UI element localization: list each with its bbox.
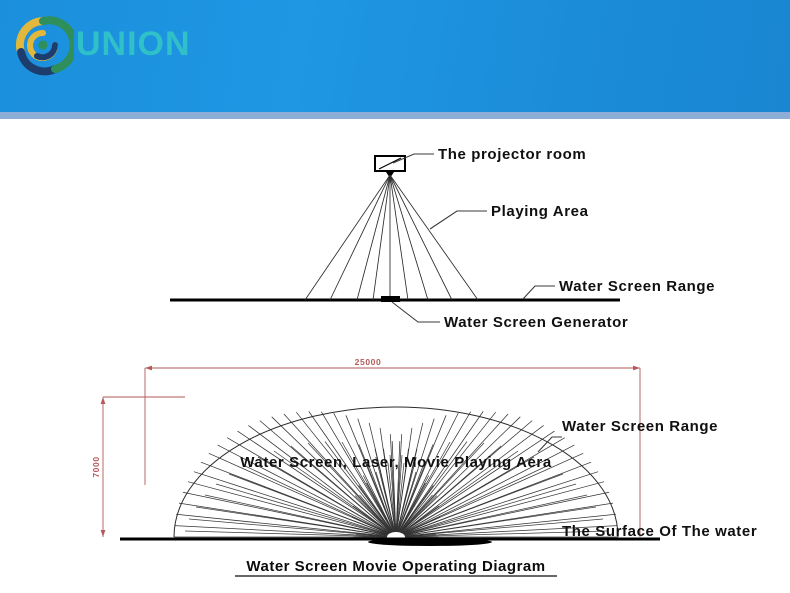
diagram-canvas: The projector room Playing Area Water Sc… — [0, 119, 790, 593]
label-water-screen-generator: Water Screen Generator — [444, 314, 628, 331]
label-height-dimension: 7000 — [91, 456, 101, 477]
bottom-diagram: 25000 7000 — [91, 357, 757, 546]
header-banner: UNION — [0, 0, 790, 112]
label-top-water-screen-range: Water Screen Range — [559, 278, 715, 295]
water-surface-shadow — [368, 538, 492, 546]
width-dimension: 25000 — [145, 357, 640, 371]
label-water-surface: The Surface Of The water — [562, 523, 757, 540]
height-dimension: 7000 — [91, 397, 106, 537]
projector-room-box-slash — [378, 157, 402, 170]
water-screen-fan-rays-right-dense — [354, 441, 608, 538]
water-screen-generator-marker — [381, 296, 400, 302]
bottom-water-screen-range-leader — [537, 436, 562, 453]
brand-name: UNION — [76, 25, 191, 63]
figure-title-group: Water Screen Movie Operating Diagram — [235, 558, 557, 577]
top-diagram: The projector room Playing Area Water Sc… — [170, 146, 715, 331]
projector-rays — [304, 174, 479, 301]
top-water-screen-range-leader — [522, 285, 555, 300]
water-screen-outer-arc — [173, 406, 619, 538]
label-width-dimension: 25000 — [355, 357, 382, 367]
figure-title: Water Screen Movie Operating Diagram — [246, 558, 545, 575]
label-projector-room: The projector room — [438, 146, 586, 163]
projector-room-leader — [392, 153, 434, 164]
water-screen-generator-leader — [391, 301, 440, 323]
label-playing-area: Playing Area — [491, 203, 589, 220]
union-circular-logo-icon — [12, 14, 78, 76]
label-playing-area-center: Water Screen, Laser, Movie Playing Aera — [240, 454, 552, 471]
playing-area-leader — [429, 210, 487, 230]
water-screen-fan-rays — [174, 411, 441, 538]
header-divider — [0, 112, 790, 119]
label-bottom-water-screen-range: Water Screen Range — [562, 418, 718, 435]
